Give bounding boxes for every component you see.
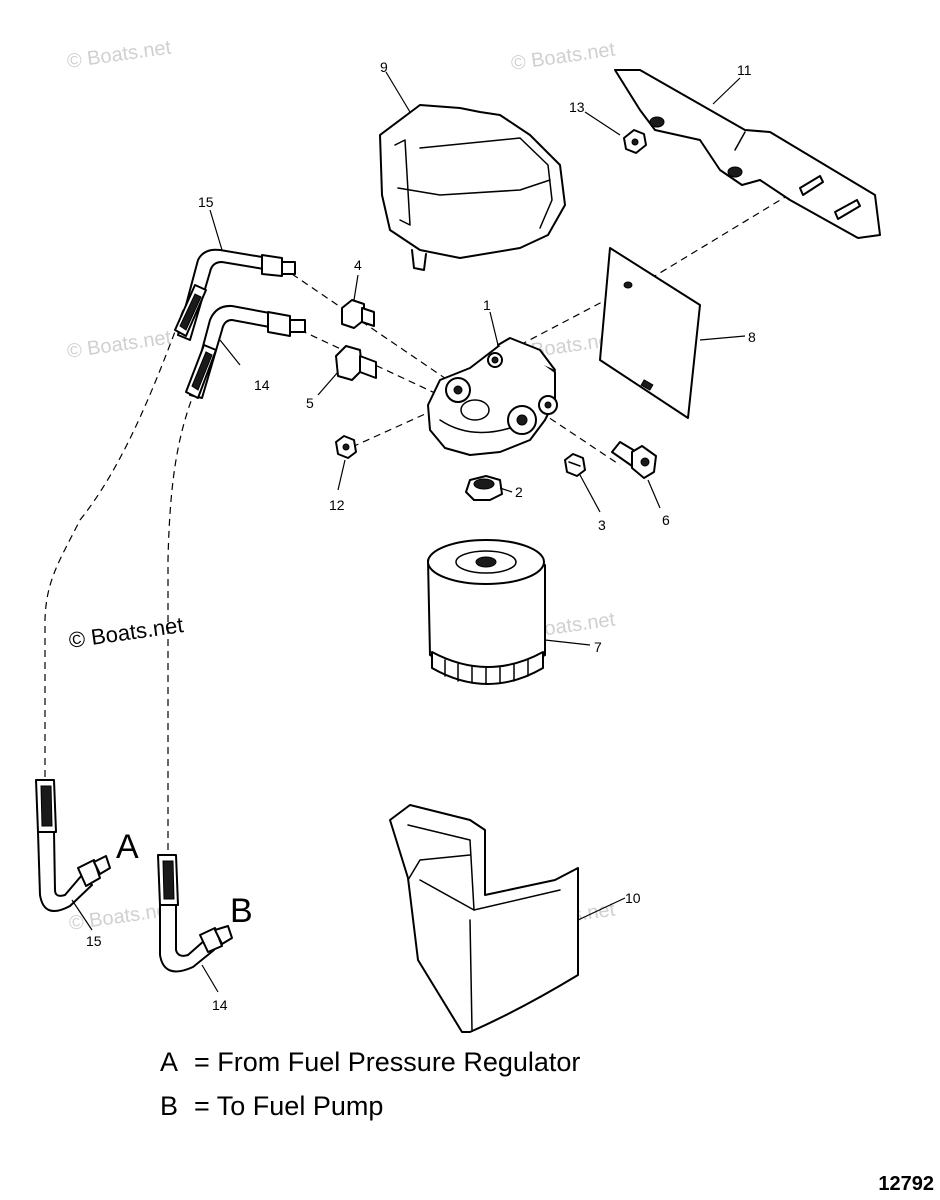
watermark: © Boats.net bbox=[67, 612, 185, 653]
nut-12 bbox=[335, 435, 357, 459]
callout-11: 11 bbox=[737, 62, 752, 78]
legend-text-b: = To Fuel Pump bbox=[194, 1091, 384, 1121]
callout-5: 5 bbox=[306, 395, 314, 411]
watermark: © Boats.net bbox=[66, 327, 173, 363]
callout-14-upper: 14 bbox=[254, 377, 270, 393]
fuel-filter-element bbox=[427, 539, 546, 685]
legend-key-a: A bbox=[160, 1047, 179, 1077]
callout-6: 6 bbox=[662, 512, 670, 528]
watermark: © Boats.net bbox=[66, 37, 173, 73]
drawing-number: 12792 bbox=[878, 1173, 934, 1195]
callout-13: 13 bbox=[569, 99, 585, 115]
gasket-plate bbox=[599, 247, 701, 419]
callout-7: 7 bbox=[594, 639, 602, 655]
plug-2 bbox=[465, 475, 503, 501]
callout-4: 4 bbox=[354, 257, 362, 273]
callout-9: 9 bbox=[380, 59, 388, 75]
nut-13 bbox=[623, 129, 647, 154]
filter-head bbox=[427, 337, 558, 456]
legend-line-b: B = To Fuel Pump bbox=[160, 1090, 383, 1122]
fitting-3 bbox=[564, 453, 586, 477]
callout-1: 1 bbox=[483, 297, 491, 313]
callout-3: 3 bbox=[598, 517, 606, 533]
fuel-line-15-upper bbox=[174, 248, 296, 341]
lower-shield bbox=[389, 804, 579, 1033]
fitting-5 bbox=[335, 345, 377, 381]
callout-10: 10 bbox=[625, 890, 641, 906]
legend-line-a: A = From Fuel Pressure Regulator bbox=[160, 1046, 580, 1078]
legend-text-a: = From Fuel Pressure Regulator bbox=[194, 1047, 581, 1077]
reference-b: B bbox=[230, 892, 253, 930]
reference-a: A bbox=[116, 828, 139, 866]
callout-labels: 1 2 3 4 5 6 7 8 9 10 11 12 13 14 14 15 1… bbox=[86, 59, 756, 1013]
fuel-line-14-lower bbox=[157, 854, 233, 973]
callout-15-upper: 15 bbox=[198, 194, 214, 210]
callout-14-lower: 14 bbox=[212, 997, 228, 1013]
callout-8: 8 bbox=[748, 329, 756, 345]
leader-lines bbox=[71, 71, 746, 993]
fitting-4 bbox=[341, 299, 375, 329]
bolt-6 bbox=[611, 441, 657, 479]
assembly-lines bbox=[44, 184, 806, 855]
callout-2: 2 bbox=[515, 484, 523, 500]
callout-12: 12 bbox=[329, 497, 345, 513]
callout-15-lower: 15 bbox=[86, 933, 102, 949]
fuel-line-15-lower bbox=[35, 779, 111, 913]
watermark: © Boats.net bbox=[510, 39, 617, 75]
fuel-line-14-upper bbox=[185, 304, 306, 399]
mounting-bracket bbox=[614, 69, 881, 239]
filter-cover bbox=[379, 104, 566, 271]
legend-key-b: B bbox=[160, 1091, 179, 1121]
